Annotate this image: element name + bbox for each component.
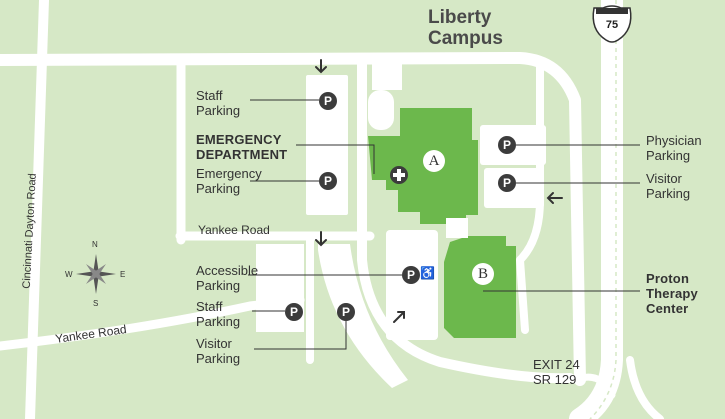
interstate-shield-icon <box>592 5 632 43</box>
label-visitor-parking-bottom: Visitor Parking <box>196 336 241 366</box>
parking-icon-physician: P <box>498 136 516 154</box>
parking-icon-visitor-right: P <box>498 174 516 192</box>
compass-s: S <box>93 299 99 308</box>
building-a-marker: A <box>423 150 445 172</box>
building-a-shape <box>368 108 478 224</box>
visitor-lot-bottom <box>318 244 408 388</box>
wheelchair-icon: ♿ <box>420 266 435 280</box>
road-label-yankee-upper: Yankee Road <box>198 223 270 237</box>
label-staff-parking-bottom: Staff Parking <box>196 299 241 329</box>
arrow-left-right <box>546 192 563 204</box>
label-visitor-parking-right: Visitor Parking <box>646 171 691 201</box>
parking-icon-staff-bottom: P <box>285 303 303 321</box>
building-b-marker: B <box>472 263 494 285</box>
parking-icon-staff-top: P <box>319 92 337 110</box>
highway-shield-number: 75 <box>605 19 619 31</box>
label-emergency-parking: Emergency Parking <box>196 166 262 196</box>
parking-icon-visitor-bottom: P <box>337 303 355 321</box>
compass-rose <box>76 254 116 294</box>
compass-n: N <box>92 240 98 249</box>
label-physician-parking: Physician Parking <box>646 133 702 163</box>
parking-icon-accessible: P <box>402 266 420 284</box>
parking-icon-emergency: P <box>319 172 337 190</box>
cincinnati-dayton-road <box>25 0 49 419</box>
label-emergency-department: EMERGENCY DEPARTMENT <box>196 132 288 162</box>
lot-round <box>368 90 394 130</box>
compass-w: W <box>65 270 73 279</box>
arrow-diag-bottom <box>393 311 405 323</box>
arrow-down-top <box>315 59 327 74</box>
exit-ramp <box>571 373 616 399</box>
arrow-down-yankee <box>315 231 327 247</box>
lot-top-small <box>372 62 402 90</box>
label-staff-parking-top: Staff Parking <box>196 88 241 118</box>
label-exit-24: EXIT 24 SR 129 <box>533 357 580 387</box>
campus-loop <box>357 57 575 384</box>
building-b-shape <box>444 236 516 338</box>
yankee-road-lower <box>0 295 305 351</box>
campus-title: Liberty Campus <box>428 7 503 49</box>
highway <box>569 0 623 419</box>
top-road <box>0 52 586 386</box>
emergency-plus-icon <box>390 166 408 184</box>
compass-e: E <box>120 270 126 279</box>
highway-ramp <box>626 356 664 419</box>
label-accessible-parking: Accessible Parking <box>196 263 259 293</box>
label-proton-therapy-center: Proton Therapy Center <box>646 271 698 316</box>
